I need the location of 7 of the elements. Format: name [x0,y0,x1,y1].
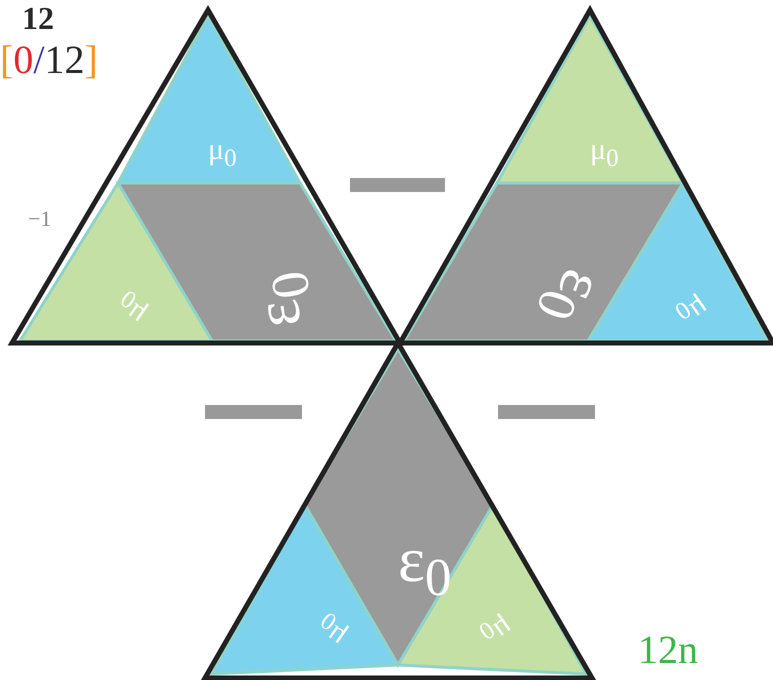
symbol-label: μ$_{0}$ [208,135,237,171]
value-label: −1 [28,208,52,230]
symbol-label: ε$_{0}$ [398,528,452,604]
symbol-label: μ$_{0}$ [590,135,619,171]
fraction-label: [0/12] [0,40,98,80]
value-label: 12n [638,630,698,670]
heading-number: 12 [22,2,54,34]
